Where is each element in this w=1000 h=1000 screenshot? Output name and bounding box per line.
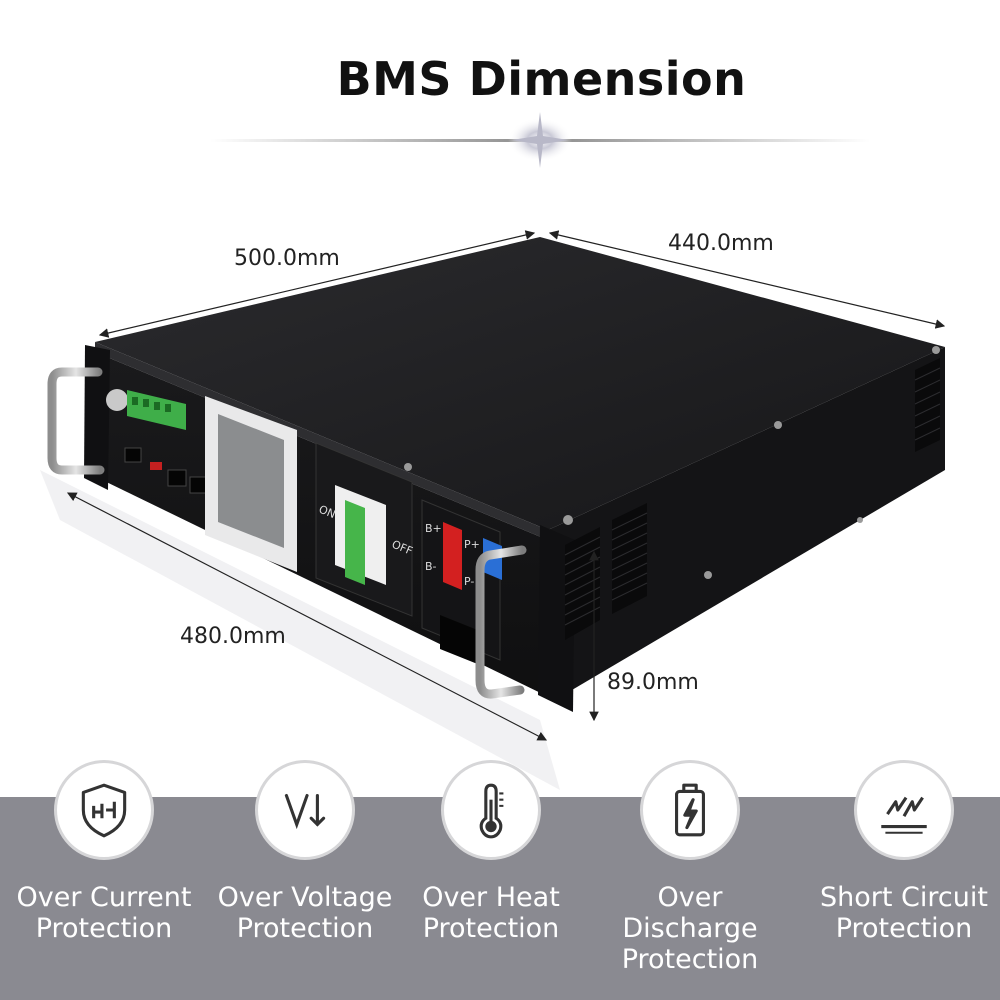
feature-label-line1: Over Current <box>16 882 192 913</box>
label-b-minus: B- <box>425 560 437 573</box>
power-knob[interactable] <box>106 389 128 411</box>
breaker-switch[interactable] <box>345 500 365 585</box>
title-divider <box>210 112 870 168</box>
terminal-b-red[interactable] <box>443 522 462 590</box>
feature-label-line1: Over Voltage <box>217 882 393 913</box>
label-p-minus: P- <box>464 575 474 588</box>
feature-label-line2: Protection <box>422 913 560 944</box>
dimension-length-front: 480.0mm <box>180 624 286 649</box>
dim-line-480 <box>66 492 548 741</box>
feature-label-line1: Over Heat <box>422 882 560 913</box>
battery-bolt-icon <box>640 760 740 860</box>
feature-label-line2: Protection <box>35 913 173 944</box>
dimension-length-top: 500.0mm <box>234 246 340 271</box>
feature-label-line2: Protection <box>835 913 973 944</box>
port-lan[interactable] <box>167 469 187 487</box>
dim-line-500 <box>98 230 536 338</box>
dimension-lines <box>66 230 946 741</box>
dim-line-440 <box>548 230 946 329</box>
port-rs485[interactable] <box>124 447 142 463</box>
feature-label-line1: Over Discharge <box>622 882 758 944</box>
label-b-plus: B+ <box>425 522 442 535</box>
over-current-shield-icon <box>54 760 154 860</box>
label-p-plus: P+ <box>464 538 480 551</box>
dimension-depth-top: 440.0mm <box>668 231 774 256</box>
dip-switch[interactable] <box>150 462 162 470</box>
over-voltage-icon <box>255 760 355 860</box>
dimension-height: 89.0mm <box>607 670 699 695</box>
short-circuit-icon <box>854 760 954 860</box>
feature-label-line2: Protection <box>621 944 759 975</box>
feature-label-line1: Short Circuit <box>820 882 988 913</box>
feature-label-line2: Protection <box>236 913 374 944</box>
device-side-panel <box>548 347 945 700</box>
thermometer-icon <box>441 760 541 860</box>
screws <box>404 346 940 579</box>
handle-left[interactable] <box>47 367 105 475</box>
rack-ear-left <box>84 345 110 490</box>
device-illustration: ON OFF B+ B- P+ P- <box>40 112 946 790</box>
page-title: BMS Dimension <box>336 52 747 106</box>
